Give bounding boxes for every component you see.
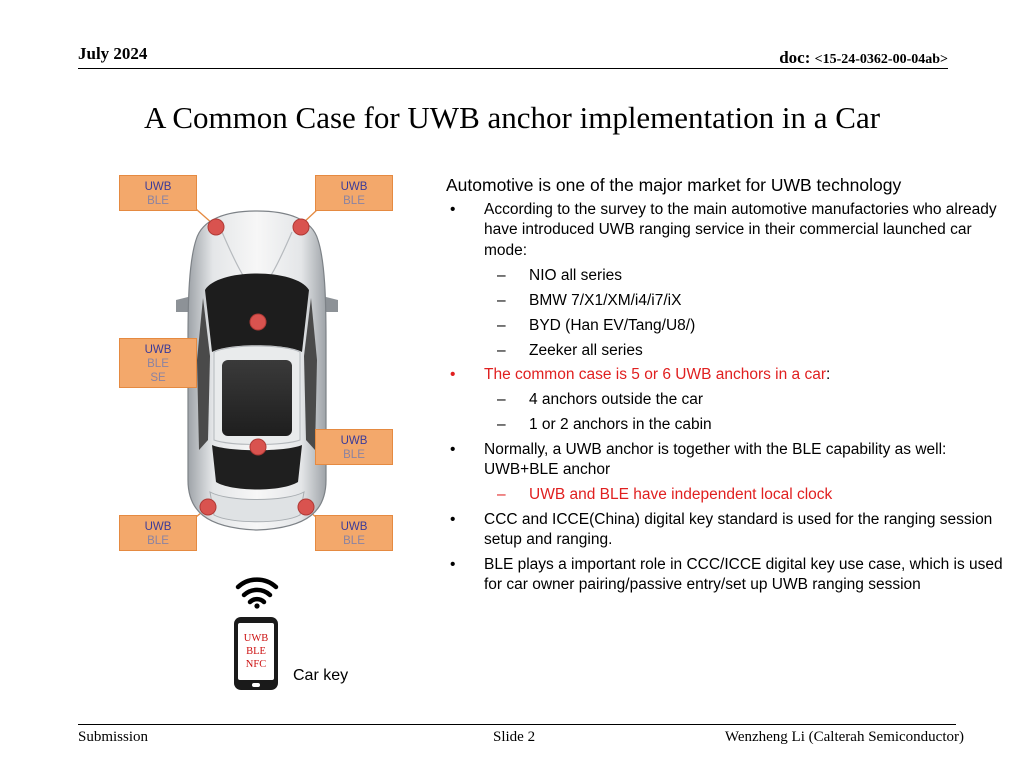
sub-bullet-text: Zeeker all series <box>529 341 643 359</box>
car-key-screen-line: UWB <box>243 633 269 644</box>
slide-title: A Common Case for UWB anchor implementat… <box>143 100 881 135</box>
anchor-label-uwb: UWB <box>144 521 172 533</box>
sub-bullet-item: – BYD (Han EV/Tang/U8/) <box>446 316 1006 337</box>
header-rule <box>78 68 948 69</box>
left-side-window <box>197 298 210 450</box>
anchor-box-rear-left: UWB BLE <box>119 515 197 551</box>
dash-marker: – <box>497 291 506 309</box>
anchor-box-front-right: UWB BLE <box>315 175 393 211</box>
sub-bullet-text-highlight: UWB and BLE have independent local clock <box>529 486 833 503</box>
sub-bullet-item: – BMW 7/X1/XM/i4/i7/iX <box>446 291 1006 312</box>
anchor-label-se: SE <box>150 372 166 384</box>
anchor-dot-rear-right <box>297 498 315 516</box>
bullet-item: • Normally, a UWB anchor is together wit… <box>446 440 1006 481</box>
anchor-label-ble: BLE <box>147 358 169 370</box>
bullet-item: • BLE plays a important role in CCC/ICCE… <box>446 555 1006 596</box>
dash-marker: – <box>497 266 506 284</box>
sub-bullet-item: – 1 or 2 anchors in the cabin <box>446 415 1006 436</box>
dash-marker: – <box>497 416 506 433</box>
trunk <box>209 491 305 523</box>
anchor-dot-cabin <box>249 313 267 331</box>
anchor-label-uwb: UWB <box>340 521 368 533</box>
bullet-marker: • <box>450 555 456 573</box>
sub-bullet-item: – Zeeker all series <box>446 341 1006 362</box>
lead-text: Automotive is one of the major market fo… <box>446 175 902 195</box>
windshield <box>205 273 309 352</box>
phone-home-button-icon <box>252 683 260 687</box>
car-key-label: Car key <box>293 667 349 684</box>
bullet-item: • CCC and ICCE(China) digital key standa… <box>446 510 1006 551</box>
wifi-icon <box>235 577 279 609</box>
bullet-text-tail: : <box>826 366 831 383</box>
rear-window <box>212 445 302 490</box>
footer-author: Wenzheng Li (Calterah Semiconductor) <box>724 729 964 745</box>
sub-bullet-item: – 4 anchors outside the car <box>446 390 1006 411</box>
anchor-label-ble: BLE <box>343 449 365 461</box>
sub-bullet-text: 1 or 2 anchors in the cabin <box>529 416 712 433</box>
header-date: July 2024 <box>78 44 148 63</box>
bullet-marker: • <box>450 366 456 383</box>
anchor-label-ble: BLE <box>147 195 169 207</box>
anchor-label-ble: BLE <box>343 535 365 547</box>
bullet-marker: • <box>450 510 456 528</box>
anchor-label-uwb: UWB <box>144 181 172 193</box>
anchor-box-cabin: UWB BLE SE <box>119 338 197 388</box>
right-side-window <box>304 298 317 450</box>
dash-marker: – <box>497 486 506 503</box>
sub-bullet-item: – UWB and BLE have independent local clo… <box>446 485 1006 506</box>
bullet-marker: • <box>450 200 456 218</box>
bullet-marker: • <box>450 440 456 458</box>
footer-slide-number: Slide 2 <box>493 729 536 745</box>
bullet-text-highlight: The common case is 5 or 6 UWB anchors in… <box>484 366 826 383</box>
dash-marker: – <box>497 316 506 334</box>
sub-bullet-text: BYD (Han EV/Tang/U8/) <box>529 316 696 334</box>
bullet-text: BLE plays a important role in CCC/ICCE d… <box>484 555 1003 594</box>
anchor-label-uwb: UWB <box>144 344 172 356</box>
slide-content: Automotive is one of the major market fo… <box>446 175 1006 596</box>
anchor-label-uwb: UWB <box>340 181 368 193</box>
doc-number: <15-24-0362-00-04ab> <box>814 52 948 67</box>
sub-bullet-text: BMW 7/X1/XM/i4/i7/iX <box>529 291 682 309</box>
anchor-box-rear-cabin: UWB BLE <box>315 429 393 465</box>
footer-rule <box>78 724 956 725</box>
dash-marker: – <box>497 341 506 359</box>
anchor-label-ble: BLE <box>147 535 169 547</box>
anchor-label-uwb: UWB <box>340 435 368 447</box>
car-key-screen-line: BLE <box>246 646 266 657</box>
anchor-dot-front-right <box>292 218 310 236</box>
dash-marker: – <box>497 391 506 408</box>
anchor-dot-rear-left <box>199 498 217 516</box>
sunroof <box>222 360 292 436</box>
anchor-label-ble: BLE <box>343 195 365 207</box>
doc-label: doc: <box>779 48 811 67</box>
anchor-box-rear-right: UWB BLE <box>315 515 393 551</box>
bullet-item: • The common case is 5 or 6 UWB anchors … <box>446 365 1006 386</box>
car-key-screen: UWB BLE NFC <box>238 623 274 680</box>
header-doc-id: doc: <15-24-0362-00-04ab> <box>779 48 948 68</box>
anchor-dot-front-left <box>207 218 225 236</box>
sub-bullet-item: – NIO all series <box>446 266 1006 287</box>
car-key-screen-line: NFC <box>245 659 267 670</box>
bullet-item: • According to the survey to the main au… <box>446 200 1006 262</box>
sub-bullet-text: NIO all series <box>529 266 623 284</box>
footer-submission: Submission <box>78 729 149 745</box>
sub-bullet-text: 4 anchors outside the car <box>529 391 704 408</box>
anchor-box-front-left: UWB BLE <box>119 175 197 211</box>
anchor-dot-rear-cabin <box>249 438 267 456</box>
bullet-text: Normally, a UWB anchor is together with … <box>484 440 947 479</box>
bullet-text: According to the survey to the main auto… <box>484 200 997 259</box>
bullet-text: CCC and ICCE(China) digital key standard… <box>484 510 993 549</box>
